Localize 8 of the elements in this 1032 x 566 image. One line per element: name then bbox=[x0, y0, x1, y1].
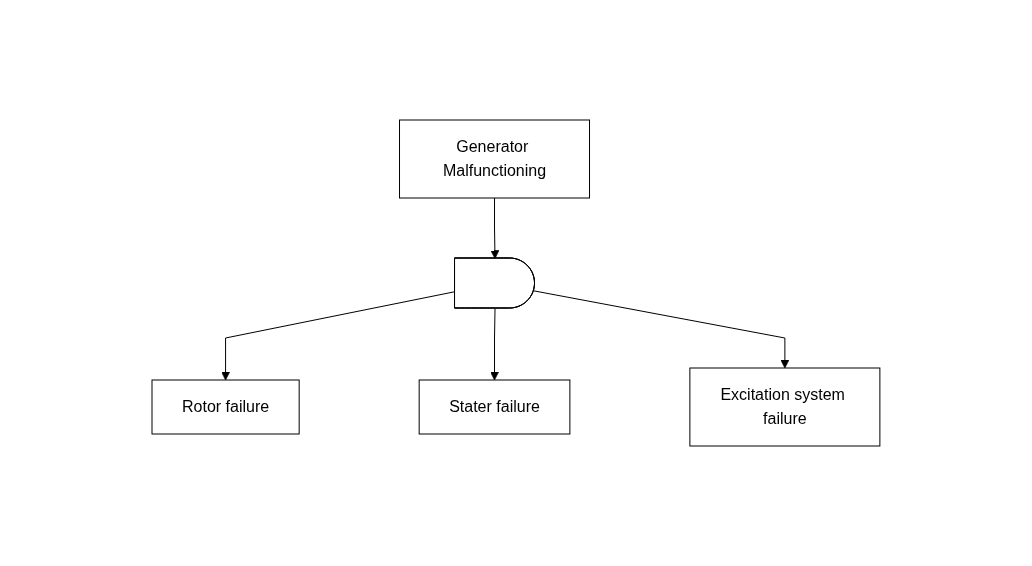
node-box: Stater failure bbox=[418, 379, 571, 435]
arrow bbox=[533, 290, 790, 369]
arrow bbox=[490, 197, 500, 259]
node-box: Generator Malfunctioning bbox=[399, 119, 591, 199]
node-box: Excitation system failure bbox=[689, 367, 881, 447]
arrow bbox=[490, 308, 499, 381]
arrow bbox=[221, 291, 456, 381]
node-box: Rotor failure bbox=[151, 379, 300, 435]
